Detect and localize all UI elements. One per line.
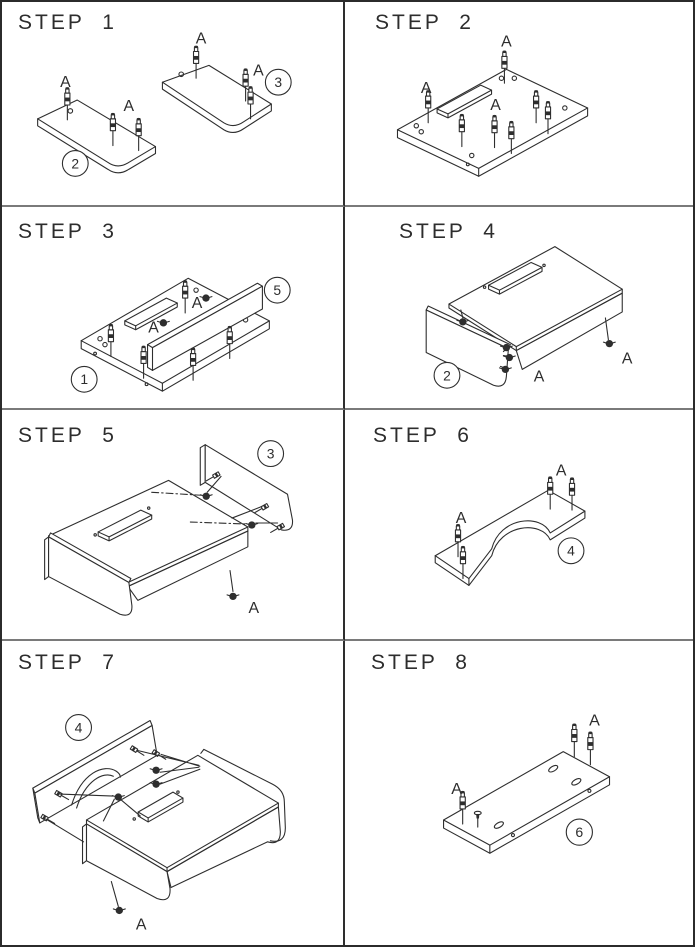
side-panel-3 [200, 748, 286, 842]
cam-hole [493, 821, 504, 829]
step-6-cell: STEP 6 A A 4 [345, 410, 693, 641]
svg-text:6: 6 [575, 824, 583, 840]
step-3-title: STEP 3 [18, 220, 117, 243]
svg-text:4: 4 [75, 719, 83, 735]
step-8-title: STEP 8 [371, 651, 470, 674]
step-6-drawing: A A 4 [434, 462, 586, 587]
handle-slot [124, 297, 178, 331]
svg-text:4: 4 [567, 543, 575, 559]
cam-lock-icon [149, 766, 163, 775]
fastener-label: A [60, 74, 71, 91]
part-badge: 6 [565, 818, 593, 846]
cabinet-body [448, 246, 623, 370]
step-2-title: STEP 2 [375, 11, 474, 34]
part-badge: 4 [557, 537, 585, 565]
svg-text:3: 3 [274, 74, 282, 90]
shelf-panel-6 [443, 751, 611, 854]
svg-text:3: 3 [267, 446, 275, 462]
handle-slot [482, 261, 546, 295]
step-5-cell: STEP 5 [2, 410, 345, 641]
step-4-cell: STEP 4 [345, 207, 693, 410]
screw-icon [571, 722, 578, 758]
part-badge: 1 [70, 365, 98, 393]
dowel-hole [178, 71, 185, 78]
step-7-title: STEP 7 [18, 651, 117, 674]
handle-slot [93, 506, 153, 542]
step-5-title: STEP 5 [18, 424, 117, 447]
fastener-label: A [421, 80, 432, 97]
side-panel-3 [161, 64, 272, 134]
fastener-label: A [253, 62, 264, 79]
side-panel-2 [44, 532, 133, 616]
step-1-drawing: A A A A 2 3 [37, 31, 292, 177]
part-badge: 4 [65, 714, 93, 741]
cam-hole [548, 764, 559, 773]
step-1-title: STEP 1 [18, 11, 117, 34]
step-8-drawing: A A 6 [443, 711, 611, 854]
step-3-drawing: A A 1 5 [70, 276, 291, 393]
side-panel-2 [425, 305, 511, 387]
side-panel-2 [37, 99, 157, 174]
fastener-label: A [192, 295, 203, 312]
leader-line [231, 505, 279, 524]
fastener-label: A [589, 711, 600, 729]
svg-text:1: 1 [80, 371, 88, 387]
step-5-drawing: A 3 [44, 440, 294, 617]
fastener-label: A [196, 31, 207, 48]
dowel-hole [67, 108, 74, 114]
handle-slot [436, 84, 493, 119]
part-badge: 3 [257, 440, 285, 468]
step-2-drawing: A A A [396, 34, 589, 177]
leader-line [45, 749, 201, 843]
fastener-label: A [490, 97, 501, 114]
cabinet-body [81, 748, 286, 901]
fastener-label: A [249, 600, 260, 617]
step-4-drawing: A A 2 [425, 246, 633, 389]
fastener-label: A [456, 510, 467, 527]
cam-lock-icon [112, 906, 126, 915]
screw-icon [226, 325, 233, 360]
fastener-label: A [534, 368, 545, 385]
leader-line [151, 491, 202, 496]
notch-arc [71, 768, 121, 806]
svg-text:2: 2 [443, 367, 451, 383]
part-badge: 3 [264, 68, 292, 96]
step-3-cell: STEP 3 [2, 207, 345, 410]
screw-icon [189, 347, 197, 381]
fastener-label: A [148, 320, 159, 337]
rail-panel-5 [147, 282, 263, 371]
fastener-label: A [451, 780, 462, 798]
fastener-label: A [556, 462, 567, 479]
step-7-cell: STEP 7 [2, 641, 345, 945]
svg-text:5: 5 [273, 282, 281, 298]
plinth-panel-4 [434, 489, 586, 587]
leader-line [189, 521, 248, 525]
screw-icon [587, 730, 594, 766]
part-badge: 2 [61, 149, 89, 177]
fastener-label: A [501, 34, 512, 51]
cam-lock-icon [602, 339, 616, 348]
cam-hole [571, 777, 582, 786]
svg-text:2: 2 [71, 155, 79, 171]
notch-arc [76, 774, 114, 809]
cam-lock-icon [226, 592, 240, 601]
part-badge: 2 [433, 361, 461, 389]
front-panel-2 [81, 823, 171, 901]
fastener-label: A [622, 350, 633, 367]
leader-line [206, 475, 222, 493]
step-4-title: STEP 4 [399, 220, 498, 243]
step-8-cell: STEP 8 A A [345, 641, 693, 945]
step-2-cell: STEP 2 [345, 2, 693, 207]
step-1-cell: STEP 1 A A [2, 2, 345, 207]
side-panel-3 [199, 444, 294, 531]
step-6-title: STEP 6 [373, 424, 472, 447]
fastener-label: A [123, 98, 134, 115]
cam-lock-icon [199, 492, 213, 501]
step-7-drawing: A 4 [32, 714, 286, 933]
part-badge: 5 [263, 276, 291, 304]
fastener-label: A [136, 916, 147, 933]
